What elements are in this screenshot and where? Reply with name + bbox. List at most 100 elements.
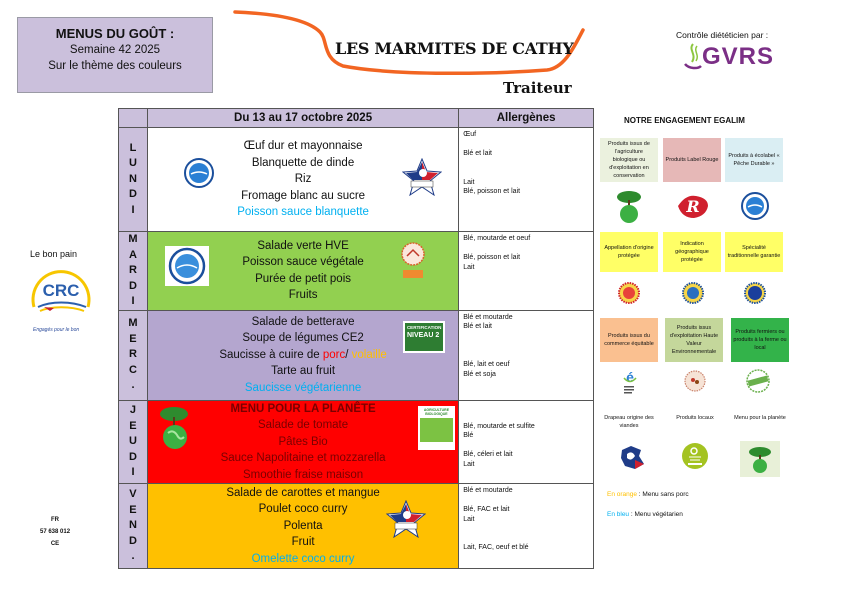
commerce-equitable-icon: é (623, 369, 637, 394)
allergens-lundi: Œuf Blé et lait Lait Blé, poisson et lai… (458, 127, 594, 232)
peche-durable-icon (741, 192, 769, 220)
dish: Saucisse à cuire de porc/ volaille (219, 348, 387, 361)
egalim-box-label-rouge: Produits Label Rouge (663, 138, 721, 182)
menu-title-box: MENUS DU GOÛT : Semaine 42 2025 Sur le t… (17, 17, 213, 93)
gvrs-logo: GVRS (684, 42, 774, 70)
dish: Soupe de légumes CE2 (242, 332, 364, 345)
egalim-title: NOTRE ENGAGEMENT EGALIM (624, 116, 745, 125)
dish: Poulet coco curry (258, 503, 348, 516)
dish: Fruits (288, 289, 318, 302)
gvrs-logo-text: GVRS (702, 43, 775, 70)
fermier-stamp-icon (746, 369, 770, 393)
menu-title: MENUS DU GOÛT : (55, 26, 175, 41)
france-flag-map-icon (621, 446, 644, 469)
label-rouge-icon: R (678, 195, 708, 218)
vegetarian-dish: Poisson sauce blanquette (237, 206, 369, 219)
dietitian-label: Contrôle diététicien par : (676, 30, 769, 40)
planet-menu-headline: MENU POUR LA PLANÊTE (230, 402, 376, 415)
dish: Tarte au fruit (271, 365, 336, 378)
egalim-box-bio: Produits issus de l'agriculture biologiq… (600, 138, 658, 182)
vegetarian-dish: Saucisse végétarienne (244, 381, 362, 394)
planet-tree-icon (617, 191, 641, 223)
svg-text:R: R (685, 197, 699, 216)
allergen-header: Allergènes (458, 108, 594, 128)
peche-durable-icon (164, 246, 209, 286)
date-range-header: Du 13 au 17 octobre 2025 (146, 108, 460, 128)
egalim-box-commerce-equitable: Produits issus du commerce équitable (600, 318, 658, 362)
egalim-box-aop: Appellation d'origine protégée (600, 232, 658, 272)
allergens-mardi: Blé, moutarde et oeuf Blé, poisson et la… (458, 231, 594, 311)
dish: Smoothie fraise maison (242, 468, 364, 481)
egalim-box-fermiers: Produits fermiers ou produits à la ferme… (731, 318, 789, 362)
dishes-lundi: Œuf dur et mayonnaise Blanquette de dind… (146, 127, 460, 232)
egalim-box-peche-durable: Produits à écolabel « Pêche Durable » (725, 138, 783, 182)
dish: Salade de tomate (257, 419, 349, 431)
steam-leaf-icon (684, 43, 702, 70)
produits-locaux-stamp-icon (401, 242, 425, 278)
dish: Salade de carottes et mangue (226, 486, 380, 499)
theme-label: Sur le thème des couleurs (48, 60, 182, 72)
allergens-vendredi: Blé et moutarde Blé, FAC et lait Lait La… (458, 483, 594, 569)
dish: Fromage blanc au sucre (241, 189, 366, 202)
svg-text:CRC: CRC (43, 281, 80, 300)
allergens-mercredi: Blé et moutarde Blé et lait Blé, lait et… (458, 309, 594, 401)
dishes-mardi: Salade verte HVE Poisson sauce végétale … (146, 231, 460, 311)
menu-planete-icon-box (740, 441, 780, 477)
porc-option: porc (322, 348, 346, 361)
crc-logo-icon: CRC (31, 270, 91, 312)
certification-niveau-2-icon: CERTIFICATION NIVEAU 2 (402, 320, 445, 353)
stg-seal-icon (744, 282, 766, 304)
bread-label: Le bon pain (30, 249, 78, 259)
volaille-francaise-icon (385, 500, 426, 538)
igp-seal-icon (682, 282, 704, 304)
egalim-label-drapeau: Drapeau origine des viandes (604, 415, 654, 429)
planet-tree-icon (159, 406, 188, 449)
agriculture-biologique-icon: AGRICULTURE BIOLOGIQUE (417, 405, 455, 450)
volaille-francaise-icon (401, 158, 442, 196)
egalim-box-igp: Indication géographique protégée (663, 232, 721, 272)
table-header-row: Du 13 au 17 octobre 2025 Allergènes (118, 108, 594, 128)
dish: Salade verte HVE (257, 239, 349, 252)
dish: Œuf dur et mayonnaise (243, 140, 363, 153)
week-label: Semaine 42 2025 (69, 44, 161, 56)
volaille-option: volaille (351, 348, 387, 361)
dish: Riz (294, 173, 312, 186)
aop-seal-icon (618, 282, 640, 304)
egalim-label-produits-locaux: Produits locaux (676, 415, 714, 421)
egalim-label-menu-planete: Menu pour la planète (734, 415, 786, 421)
egalim-box-hve: Produits issus d'exploitation Haute Vale… (665, 318, 723, 362)
dish: Salade de betterave (251, 315, 355, 328)
legend-orange: En orange : Menu sans porc (607, 491, 689, 498)
bread-tagline: Engagés pour le bon (33, 327, 80, 333)
vegetarian-dish: Omelette coco curry (251, 552, 355, 565)
dishes-vendredi: Salade de carottes et mangue Poulet coco… (146, 483, 460, 569)
dish: Purée de petit pois (255, 272, 352, 285)
produits-locaux-icon (682, 443, 708, 469)
dishes-mercredi: CERTIFICATION NIVEAU 2 Salade de bettera… (146, 309, 460, 401)
dishes-jeudi: AGRICULTURE BIOLOGIQUE MENU POUR LA PLAN… (146, 399, 460, 484)
dish: Poisson sauce végétale (242, 256, 364, 269)
dish: Polenta (283, 519, 323, 532)
peche-durable-icon (183, 158, 214, 188)
brand-subtitle: Traiteur (503, 79, 572, 97)
sanitary-code: FR 57 638 012 CE (40, 517, 71, 547)
dish: Pâtes Bio (278, 435, 328, 448)
svg-text:é: é (626, 369, 634, 385)
dish: Blanquette de dinde (251, 156, 355, 169)
egalim-box-stg: Spécialité traditionnelle garantie (725, 232, 783, 272)
hve-stamp-icon (684, 370, 706, 392)
brand-swoosh-icon (233, 10, 585, 76)
planet-tree-icon (749, 447, 771, 473)
allergens-jeudi: Blé, moutarde et sulfite Blé Blé, céleri… (458, 399, 594, 484)
